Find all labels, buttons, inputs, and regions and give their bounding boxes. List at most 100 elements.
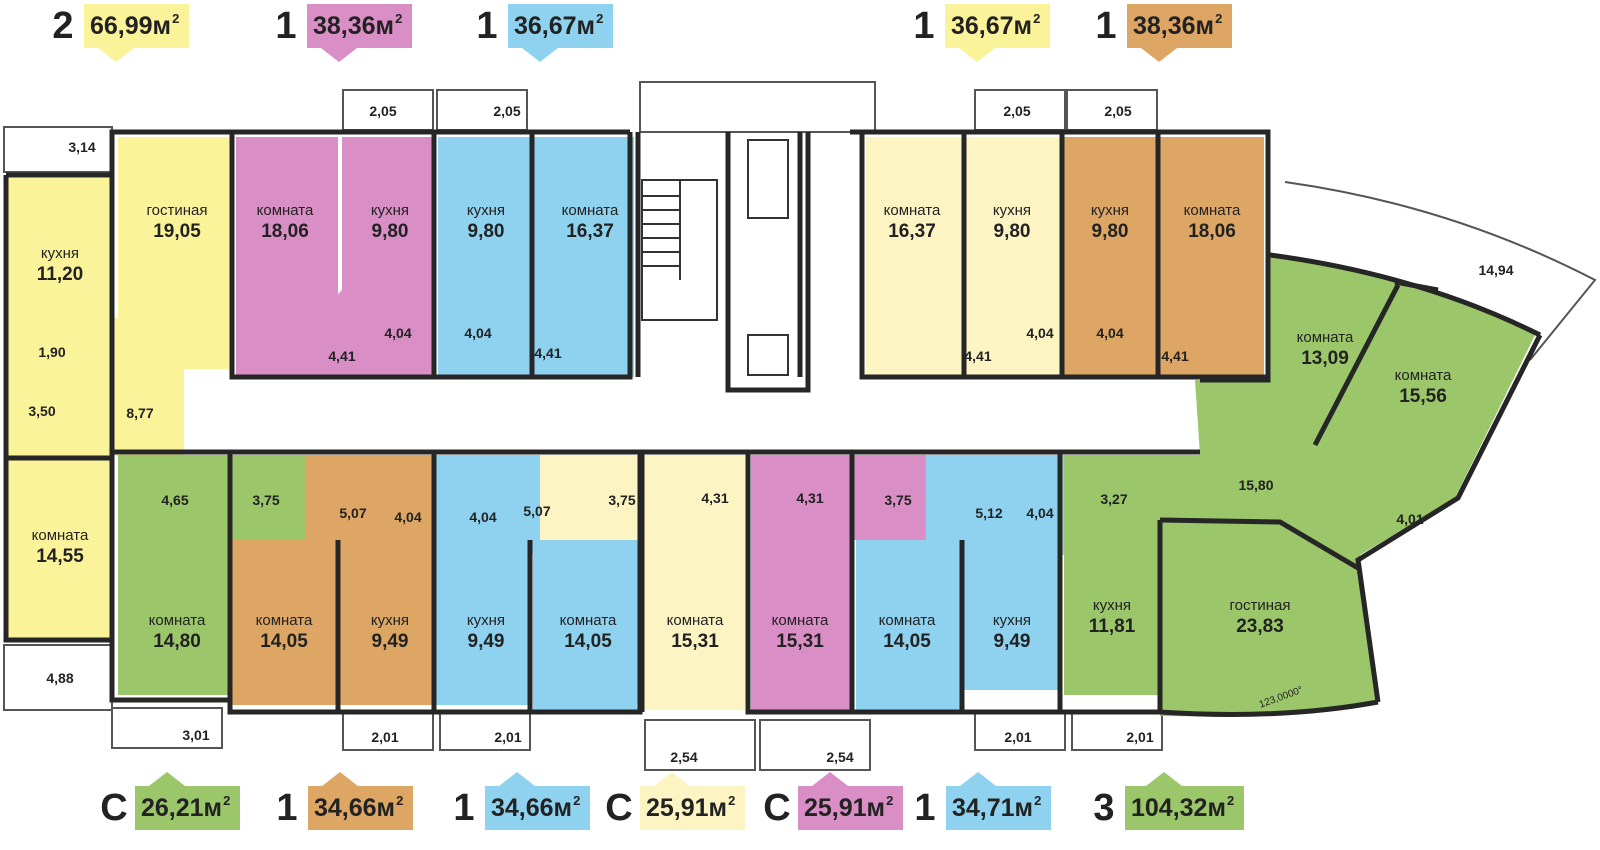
badge-area-sup: 2 <box>1226 792 1235 808</box>
badge-rooms: 1 <box>904 786 946 830</box>
badge-rooms: 1 <box>903 4 945 48</box>
badge-rooms: С <box>598 786 640 830</box>
room-name: комната <box>32 527 89 544</box>
room-area: 13,09 <box>1301 348 1349 369</box>
area-label: 4,04 <box>469 509 496 525</box>
badge-pointer <box>653 772 690 786</box>
badge-area-value: 36,67м <box>514 11 596 40</box>
area-label: 4,04 <box>1096 325 1123 341</box>
badge-rooms: 1 <box>443 786 485 830</box>
area-label: 4,41 <box>1161 348 1188 364</box>
room-area: 16,37 <box>888 221 936 242</box>
stair-lift-core <box>641 139 789 376</box>
area-label: 14,94 <box>1478 262 1513 278</box>
flat-blue2-bath <box>926 455 1064 555</box>
badge-area-sup: 2 <box>1215 10 1223 26</box>
badge-area-sup: 2 <box>886 792 894 808</box>
area-label: 4,01 <box>1396 511 1423 527</box>
area-label: 3,01 <box>182 727 209 743</box>
area-label: 3,75 <box>884 492 911 508</box>
flat-greenC-room <box>118 455 228 695</box>
room-name: комната <box>1297 329 1354 346</box>
badge-area-value: 34,66м <box>491 793 573 822</box>
area-label: 3,75 <box>608 492 635 508</box>
room-area: 14,55 <box>36 546 84 567</box>
room-area: 14,05 <box>883 631 931 652</box>
area-label: 4,41 <box>328 348 355 364</box>
room-area: 11,81 <box>1089 616 1136 637</box>
flat-pinkC-room <box>751 455 851 710</box>
flat-blue1-kitchen <box>436 555 528 705</box>
room-area: 15,31 <box>776 631 824 652</box>
badge-pointer <box>521 48 558 62</box>
area-label: 2,05 <box>369 103 396 119</box>
room-area: 14,05 <box>260 631 308 652</box>
area-label: 4,41 <box>534 345 561 361</box>
room-area: 9,80 <box>468 221 505 242</box>
area-label: 4,41 <box>964 348 991 364</box>
room-name: комната <box>560 612 617 629</box>
room-name: кухня <box>993 202 1031 219</box>
badge-pointer <box>97 48 134 62</box>
area-label: 4,04 <box>1026 325 1053 341</box>
area-label: 4,04 <box>394 509 421 525</box>
flat-blue2-room <box>856 540 960 710</box>
flat-greenC-bath <box>230 455 305 540</box>
room-fills <box>8 137 1535 717</box>
badge-area-value: 36,67м <box>951 11 1033 40</box>
room-area: 9,80 <box>1092 221 1129 242</box>
area-label: 4,88 <box>46 670 73 686</box>
area-label: 4,65 <box>161 492 188 508</box>
badge-area-value: 25,91м <box>646 793 728 822</box>
badge-pointer <box>498 772 535 786</box>
room-name: кухня <box>993 612 1031 629</box>
flat-yellow-room <box>8 460 112 640</box>
badge-area-sup: 2 <box>596 10 604 26</box>
room-area: 18,06 <box>1188 221 1236 242</box>
room-name: кухня <box>1091 202 1129 219</box>
room-area: 9,49 <box>372 631 409 652</box>
room-area: 11,20 <box>37 264 84 285</box>
area-label: 2,01 <box>371 729 398 745</box>
badge-pointer <box>320 48 357 62</box>
badge-area-value: 66,99м <box>90 11 172 40</box>
room-name: кухня <box>371 202 409 219</box>
area-label: 5,12 <box>975 505 1002 521</box>
flat-yellow-living <box>118 137 230 369</box>
room-name: кухня <box>41 245 79 262</box>
room-name: комната <box>562 202 619 219</box>
room-name: комната <box>667 612 724 629</box>
room-name: кухня <box>467 202 505 219</box>
badge-pointer <box>958 48 995 62</box>
flat-orange1-bath <box>305 455 435 555</box>
flat-blue1-bath <box>436 455 540 555</box>
room-area: 23,83 <box>1236 616 1284 637</box>
badge-rooms: 2 <box>42 4 84 48</box>
room-name: кухня <box>371 612 409 629</box>
badge-area-value: 25,91м <box>804 793 886 822</box>
area-label: 3,27 <box>1100 491 1127 507</box>
room-area: 14,05 <box>564 631 612 652</box>
badge-area-sup: 2 <box>223 792 231 808</box>
badge-area-sup: 2 <box>1033 10 1041 26</box>
area-label: 2,05 <box>493 103 520 119</box>
room-name: комната <box>256 612 313 629</box>
badge-rooms: 1 <box>1085 4 1127 48</box>
flat-pinkC-bath <box>851 455 926 540</box>
flat-orange-room <box>1160 137 1264 377</box>
badge-pointer <box>959 772 996 786</box>
badge-pointer <box>811 772 848 786</box>
area-label: 3,75 <box>252 492 279 508</box>
